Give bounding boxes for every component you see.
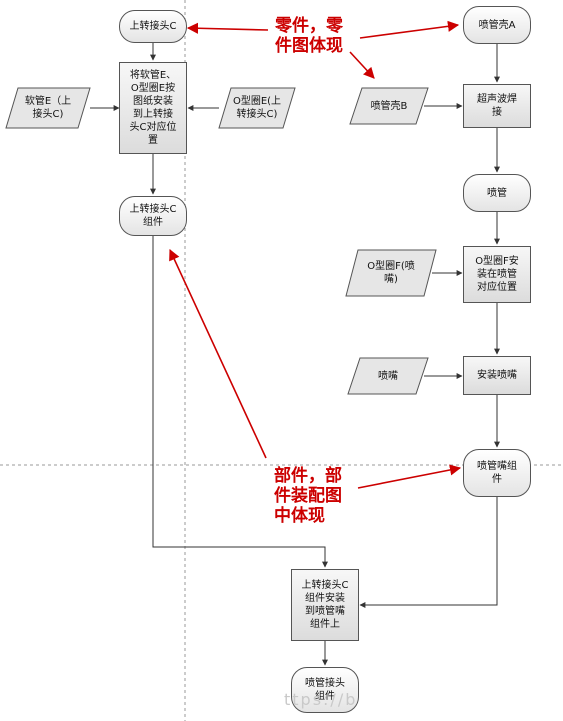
- shape-hose-e: [5, 87, 91, 129]
- node-label: 上转接头C 组件: [129, 204, 177, 228]
- shape-oring-f: [345, 249, 437, 297]
- node-shell-b: 喷管壳B: [354, 88, 424, 124]
- node-nozzle-tube: 喷管: [463, 174, 531, 212]
- annotation-parts: 零件，零 件图体现: [275, 16, 343, 56]
- arrow-c-assembly-to-final-install: [152, 236, 328, 568]
- node-label: O型圈F安 装在喷管 对应位置: [475, 256, 519, 293]
- node-label: 上转接头C 组件安装 到喷管嘴 组件上: [301, 580, 349, 630]
- watermark: ttps://b: [284, 690, 358, 709]
- node-nozzle-tube-assembly: 喷管嘴组 件: [463, 449, 531, 497]
- node-label: 上转接头C: [129, 21, 177, 32]
- node-label: 喷嘴: [378, 370, 398, 382]
- annotation-assembly: 部件，部 件装配图 中体现: [274, 466, 342, 526]
- red-arrow-to-c-assembly: [169, 248, 267, 459]
- node-nozzle: 喷嘴: [352, 358, 424, 394]
- node-label: 喷管嘴组 件: [477, 461, 517, 485]
- node-shell-a: 喷管壳A: [463, 6, 531, 44]
- shape-nozzle: [347, 357, 429, 395]
- arrow-nozzle-assembly-to-final-install: [359, 497, 498, 608]
- node-label: 喷管接头 组件: [305, 678, 345, 702]
- node-install-oring-f: O型圈F安 装在喷管 对应位置: [463, 246, 531, 303]
- node-label: O型圈F(喷 嘴): [367, 261, 415, 285]
- red-arrow-to-upper-joint: [186, 22, 269, 34]
- shape-shell-b: [349, 87, 429, 125]
- node-upper-joint-c-assembly: 上转接头C 组件: [119, 196, 187, 236]
- node-hose-e: 软管E（上 接头C): [10, 88, 86, 128]
- node-label: 将软管E、 O型圈E按 图纸安装 到上转接 头C对应位 置: [129, 70, 177, 146]
- node-label: 软管E（上 接头C): [24, 96, 72, 120]
- node-upper-joint-c: 上转接头C: [119, 10, 187, 43]
- node-assemble-instruction: 将软管E、 O型圈E按 图纸安装 到上转接 头C对应位 置: [119, 62, 187, 154]
- node-label: 喷管: [487, 187, 507, 199]
- node-nozzle-joint-assembly: 喷管接头 组件: [291, 667, 359, 713]
- node-install-nozzle: 安装喷嘴: [463, 356, 531, 395]
- node-ultrasonic-weld: 超声波焊 接: [463, 84, 531, 128]
- node-label: 喷管壳A: [478, 19, 516, 31]
- node-label: 超声波焊 接: [477, 94, 517, 118]
- shape-oring-e: [218, 87, 296, 129]
- node-label: O型圈E(上 转接头C): [232, 96, 282, 120]
- node-oring-e: O型圈E(上 转接头C): [222, 88, 292, 128]
- node-label: 喷管壳B: [370, 100, 408, 112]
- node-install-c-on-nozzle: 上转接头C 组件安装 到喷管嘴 组件上: [291, 569, 359, 641]
- node-label: 安装喷嘴: [477, 370, 517, 381]
- red-arrow-to-shell-a: [359, 20, 460, 39]
- red-arrow-to-nozzle-assembly: [357, 464, 462, 489]
- node-oring-f: O型圈F(喷 嘴): [350, 250, 432, 296]
- red-arrow-to-shell-b: [349, 51, 375, 79]
